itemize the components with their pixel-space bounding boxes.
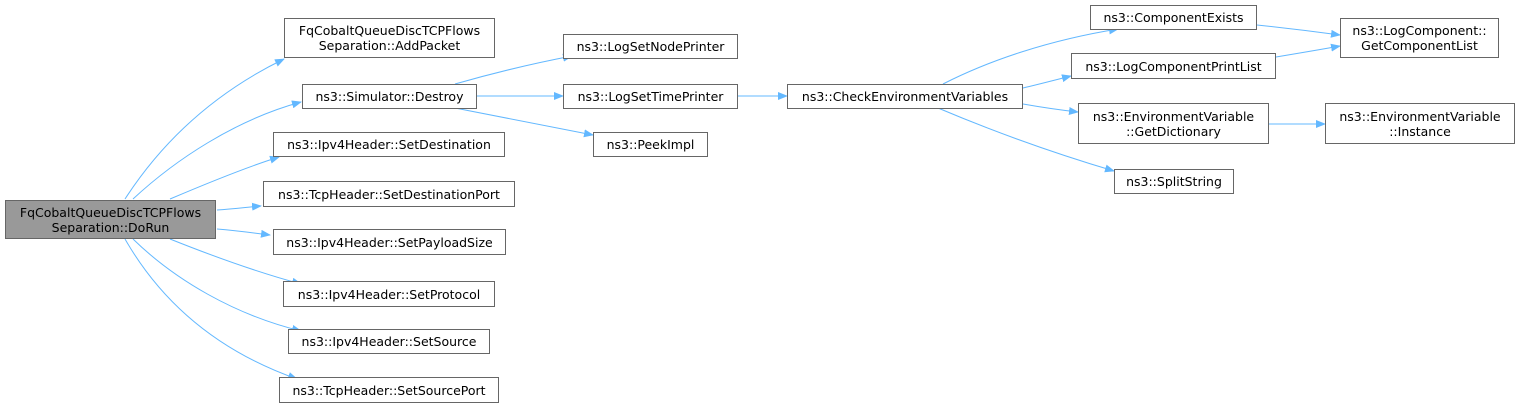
node-simulator-destroy[interactable]: ns3::Simulator::Destroy bbox=[302, 84, 477, 109]
node-label: ns3::Ipv4Header::SetDestination bbox=[287, 137, 491, 152]
edge-checkenv-logcompprint bbox=[1022, 74, 1072, 89]
node-label: ns3::LogSetNodePrinter bbox=[576, 39, 725, 54]
node-ipv4header-setprotocol[interactable]: ns3::Ipv4Header::SetProtocol bbox=[283, 281, 495, 307]
edge-root-setsource bbox=[132, 238, 302, 333]
edge-root-addpacket bbox=[124, 58, 285, 200]
node-environmentvariable-instance[interactable]: ns3::EnvironmentVariable ::Instance bbox=[1325, 103, 1515, 144]
node-ipv4header-setdestination[interactable]: ns3::Ipv4Header::SetDestination bbox=[273, 132, 505, 157]
edge-checkenv-compexists bbox=[942, 26, 1119, 85]
node-logsettimeprinter[interactable]: ns3::LogSetTimePrinter bbox=[563, 84, 738, 109]
edge-root-setdestport bbox=[216, 202, 262, 211]
node-label: ns3::Ipv4Header::SetSource bbox=[301, 334, 477, 349]
node-label-line-1: FqCobaltQueueDiscTCPFlows bbox=[298, 23, 481, 38]
node-label: ns3::Simulator::Destroy bbox=[315, 89, 464, 104]
node-label: ns3::LogComponentPrintList bbox=[1085, 58, 1262, 74]
edge-destroy-lognodeprinter bbox=[454, 53, 573, 85]
node-logsetnodeprinter[interactable]: ns3::LogSetNodePrinter bbox=[563, 34, 738, 59]
node-label-line-1: FqCobaltQueueDiscTCPFlows bbox=[19, 204, 202, 220]
node-componentexists[interactable]: ns3::ComponentExists bbox=[1090, 5, 1257, 30]
node-environmentvariable-getdictionary[interactable]: ns3::EnvironmentVariable ::GetDictionary bbox=[1078, 103, 1269, 144]
node-label: ns3::SplitString bbox=[1126, 174, 1222, 189]
node-label-line-2: GetComponentList bbox=[1361, 38, 1478, 53]
edge-root-setprotocol bbox=[169, 238, 302, 286]
node-logcomponentprintlist[interactable]: ns3::LogComponentPrintList bbox=[1071, 53, 1276, 79]
node-label-line-2: ::GetDictionary bbox=[1126, 123, 1221, 139]
node-label: ns3::CheckEnvironmentVariables bbox=[801, 89, 1009, 104]
node-label: ns3::PeekImpl bbox=[606, 137, 695, 152]
node-label-line-2: Separation::DoRun bbox=[51, 219, 170, 235]
edge-checkenv-getdictionary bbox=[1022, 103, 1079, 115]
node-fqcobalt-addpacket[interactable]: FqCobaltQueueDiscTCPFlows Separation::Ad… bbox=[284, 18, 495, 58]
node-label-line-1: ns3::EnvironmentVariable bbox=[1092, 108, 1255, 124]
node-logcomponent-getcomponentlist[interactable]: ns3::LogComponent:: GetComponentList bbox=[1340, 18, 1499, 58]
node-label: ns3::LogSetTimePrinter bbox=[577, 89, 724, 104]
node-label-line-2: Separation::AddPacket bbox=[318, 38, 461, 53]
node-ipv4header-setpayloadsize[interactable]: ns3::Ipv4Header::SetPayloadSize bbox=[273, 229, 506, 255]
node-ipv4header-setsource[interactable]: ns3::Ipv4Header::SetSource bbox=[288, 329, 490, 354]
node-fqcobalt-dorun: FqCobaltQueueDiscTCPFlows Separation::Do… bbox=[5, 200, 216, 239]
edge-logcompprint-getcomplist bbox=[1275, 43, 1341, 58]
edge-root-destroy bbox=[132, 100, 302, 200]
node-label: ns3::TcpHeader::SetDestinationPort bbox=[278, 186, 500, 202]
node-label: ns3::TcpHeader::SetSourcePort bbox=[292, 382, 486, 398]
edge-root-setsourceport bbox=[124, 238, 298, 380]
edge-destroy-peekimpl bbox=[454, 107, 594, 138]
node-label-line-1: ns3::EnvironmentVariable bbox=[1339, 108, 1501, 124]
edges bbox=[124, 24, 1341, 380]
edge-root-setpayload bbox=[216, 228, 271, 238]
edge-checkenv-splitstring bbox=[937, 107, 1115, 173]
node-tcpheader-setdestinationport[interactable]: ns3::TcpHeader::SetDestinationPort bbox=[263, 181, 515, 207]
edge-compexists-getcomplist bbox=[1256, 24, 1341, 38]
node-label: ns3::Ipv4Header::SetProtocol bbox=[297, 286, 481, 302]
edge-root-setdestination bbox=[169, 155, 280, 200]
node-splitstring[interactable]: ns3::SplitString bbox=[1114, 169, 1234, 194]
node-checkenvironmentvariables[interactable]: ns3::CheckEnvironmentVariables bbox=[787, 84, 1023, 109]
node-label: ns3::Ipv4Header::SetPayloadSize bbox=[286, 234, 493, 250]
node-peekimpl[interactable]: ns3::PeekImpl bbox=[593, 132, 708, 157]
node-label: ns3::ComponentExists bbox=[1103, 10, 1244, 25]
node-label-line-2: ::Instance bbox=[1389, 123, 1451, 139]
node-label-line-1: ns3::LogComponent:: bbox=[1352, 23, 1487, 38]
node-tcpheader-setsourceport[interactable]: ns3::TcpHeader::SetSourcePort bbox=[279, 377, 499, 403]
